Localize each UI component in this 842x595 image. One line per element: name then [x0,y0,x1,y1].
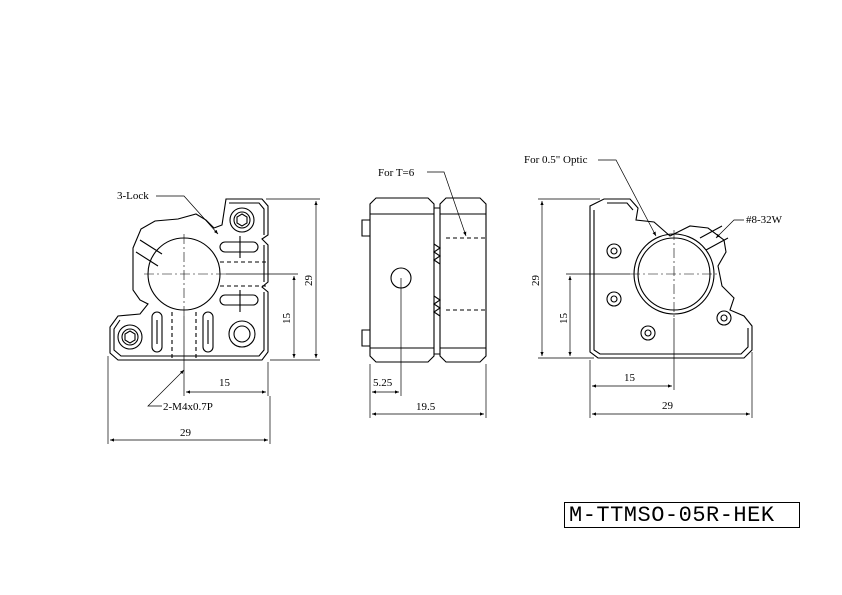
rear-view-centerlines [630,230,718,318]
side-view-rear-plate [439,197,487,363]
front-dim-height: 29 [303,275,315,287]
rear-dim-width: 29 [662,400,674,412]
optic-label: For 0.5" Optic [524,154,588,166]
tap-label: 2-M4x0.7P [163,401,213,413]
side-view [361,197,487,363]
lock-label: 3-Lock [117,190,149,202]
title-block: M-TTMSO-05R-HEK [564,502,800,528]
part-number: M-TTMSO-05R-HEK [569,503,775,528]
side-view-body [369,197,435,363]
rear-view-outline [589,198,753,359]
rear-dim-center-width: 15 [624,372,636,384]
front-view-outline [109,198,269,361]
rear-view-dimensions [538,159,753,418]
front-dim-width: 29 [180,427,192,439]
thread-label: #8-32W [746,214,783,226]
rear-view [589,198,753,359]
front-view-centerlines [144,234,226,316]
front-view [109,198,269,361]
front-view-dimensions [107,195,320,444]
side-dim-depth: 19.5 [416,401,436,413]
side-view-dimensions [369,171,487,418]
thickness-label: For T=6 [378,167,415,179]
rear-dim-height: 29 [530,275,542,287]
front-dim-center-height: 15 [281,313,293,325]
side-dim-offset: 5.25 [373,377,393,389]
rear-dim-center-height: 15 [558,313,570,325]
front-dim-center-width: 15 [219,377,231,389]
